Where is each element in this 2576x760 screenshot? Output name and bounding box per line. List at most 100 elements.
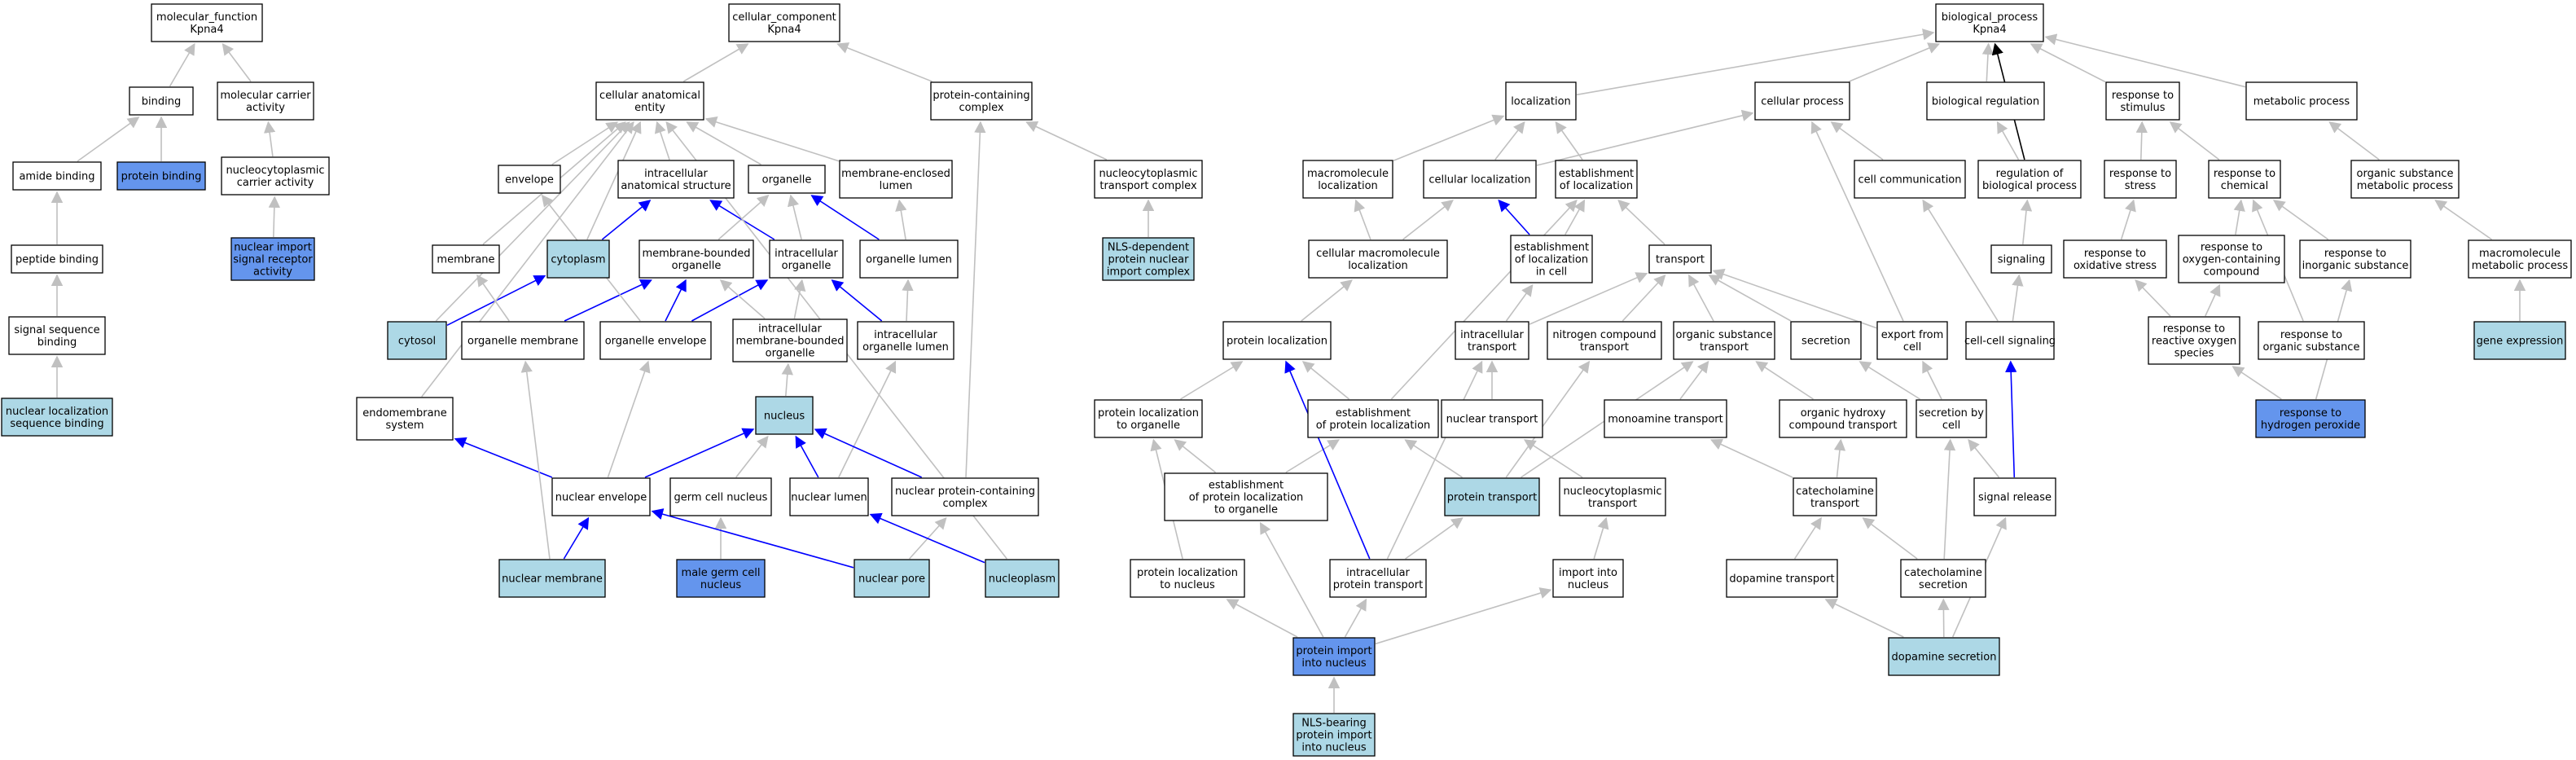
go-term-label: nuclear protein-containing (895, 485, 1035, 498)
go-term-node-oe[interactable]: organelle envelope (599, 321, 712, 360)
go-term-node-cl[interactable]: cellular localization (1423, 160, 1537, 199)
go-term-node-ccs[interactable]: cell-cell signaling (1964, 321, 2056, 360)
go-term-node-envelope[interactable]: envelope (498, 165, 561, 194)
go-term-box (356, 397, 454, 441)
go-term-node-gcn[interactable]: germ cell nucleus (669, 477, 772, 516)
go-term-node-ploc[interactable]: protein localization (1222, 321, 1332, 360)
go-term-node-membrane[interactable]: membrane (432, 244, 500, 274)
go-term-label: nuclear envelope (555, 492, 647, 504)
go-term-node-loc[interactable]: localization (1505, 81, 1577, 121)
go-term-node-cp[interactable]: cellular process (1754, 81, 1850, 121)
go-term-node-organelle[interactable]: organelle (748, 165, 826, 194)
go-term-node-ne[interactable]: nuclear envelope (551, 477, 651, 516)
go-term-node-nucleoplasm[interactable]: nucleoplasm (985, 559, 1060, 598)
go-term-label: intracellular (644, 168, 708, 180)
go-term-node-cytoplasm[interactable]: cytoplasm (546, 239, 610, 279)
go-term-node-peptide[interactable]: peptide binding (11, 244, 103, 274)
go-term-node-pt[interactable]: protein transport (1444, 477, 1540, 516)
go-term-node-protbind[interactable]: protein binding (116, 161, 206, 191)
go-term-node-sr[interactable]: signal release (1973, 477, 2056, 516)
go-term-node-metab[interactable]: metabolic process (2245, 81, 2358, 121)
go-term-node-transport[interactable]: transport (1648, 244, 1712, 274)
go-term-node-binding[interactable]: binding (129, 86, 194, 116)
go-term-node-ccomm[interactable]: cell communication (1854, 160, 1966, 199)
go-term-node-nl[interactable]: nuclear lumen (789, 477, 869, 516)
go-term-node-ds[interactable]: dopamine secretion (1888, 637, 2000, 676)
go-term-node-secretion[interactable]: secretion (1790, 321, 1862, 360)
go-term-label: transport (1588, 498, 1637, 510)
go-term-node-om[interactable]: organelle membrane (461, 321, 585, 360)
go-term-label: cell (1903, 341, 1921, 354)
go-term-box (1726, 559, 1838, 598)
go-term-node-ge[interactable]: gene expression (2473, 321, 2566, 360)
go-term-node-signaling[interactable]: signaling (1990, 244, 2052, 274)
go-term-node-ol[interactable]: organelle lumen (859, 239, 959, 279)
go-term-node-cytosol[interactable]: cytosol (387, 321, 447, 360)
go-term-node-breg[interactable]: biological regulation (1926, 81, 2045, 121)
go-term-node-np[interactable]: nuclear pore (854, 559, 930, 598)
go-term-label: regulation of (1996, 168, 2064, 180)
go-term-node-ntr[interactable]: nuclear transport (1441, 399, 1543, 438)
go-term-node-nm[interactable]: nuclear membrane (498, 559, 606, 598)
go-term-node-mat[interactable]: monoamine transport (1604, 399, 1727, 438)
go-term-label: entity (634, 102, 665, 114)
go-term-node-dt[interactable]: dopamine transport (1726, 559, 1838, 598)
go-term-node-amide[interactable]: amide binding (12, 161, 102, 191)
go-term-node-nucleus[interactable]: nucleus (755, 396, 814, 435)
